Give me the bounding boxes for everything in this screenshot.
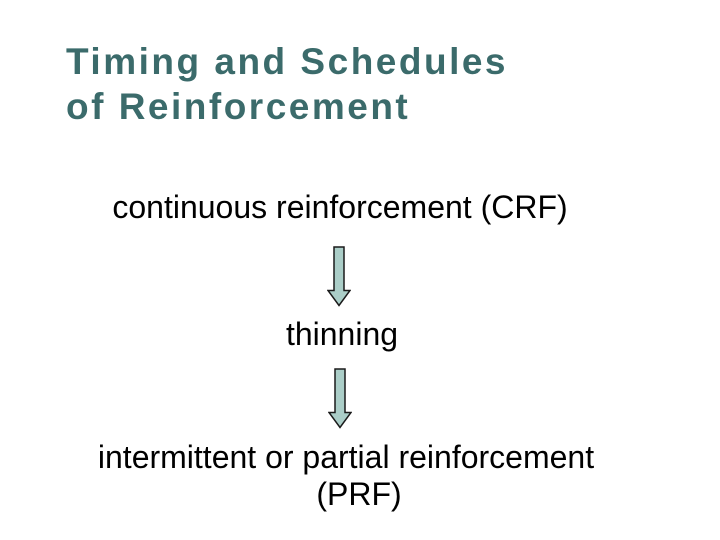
down-arrow-outline — [328, 368, 352, 429]
page-title: Timing and Schedules of Reinforcement — [66, 39, 508, 129]
down-arrow-shape — [328, 247, 350, 306]
flow-step-prf-abbreviation: (PRF) — [316, 476, 402, 512]
flow-step-continuous-reinforcement: continuous reinforcement (CRF) — [112, 189, 568, 225]
page-title-line-2: of Reinforcement — [66, 86, 411, 127]
down-arrow-icon — [327, 246, 351, 307]
flow-step-intermittent-reinforcement: intermittent or partial reinforcement — [97, 439, 595, 475]
down-arrow-shape — [329, 369, 351, 428]
down-arrow-icon — [328, 368, 352, 429]
down-arrow-outline — [327, 246, 351, 307]
page-title-line-1: Timing and Schedules — [66, 41, 509, 82]
flow-step-thinning: thinning — [285, 316, 399, 352]
